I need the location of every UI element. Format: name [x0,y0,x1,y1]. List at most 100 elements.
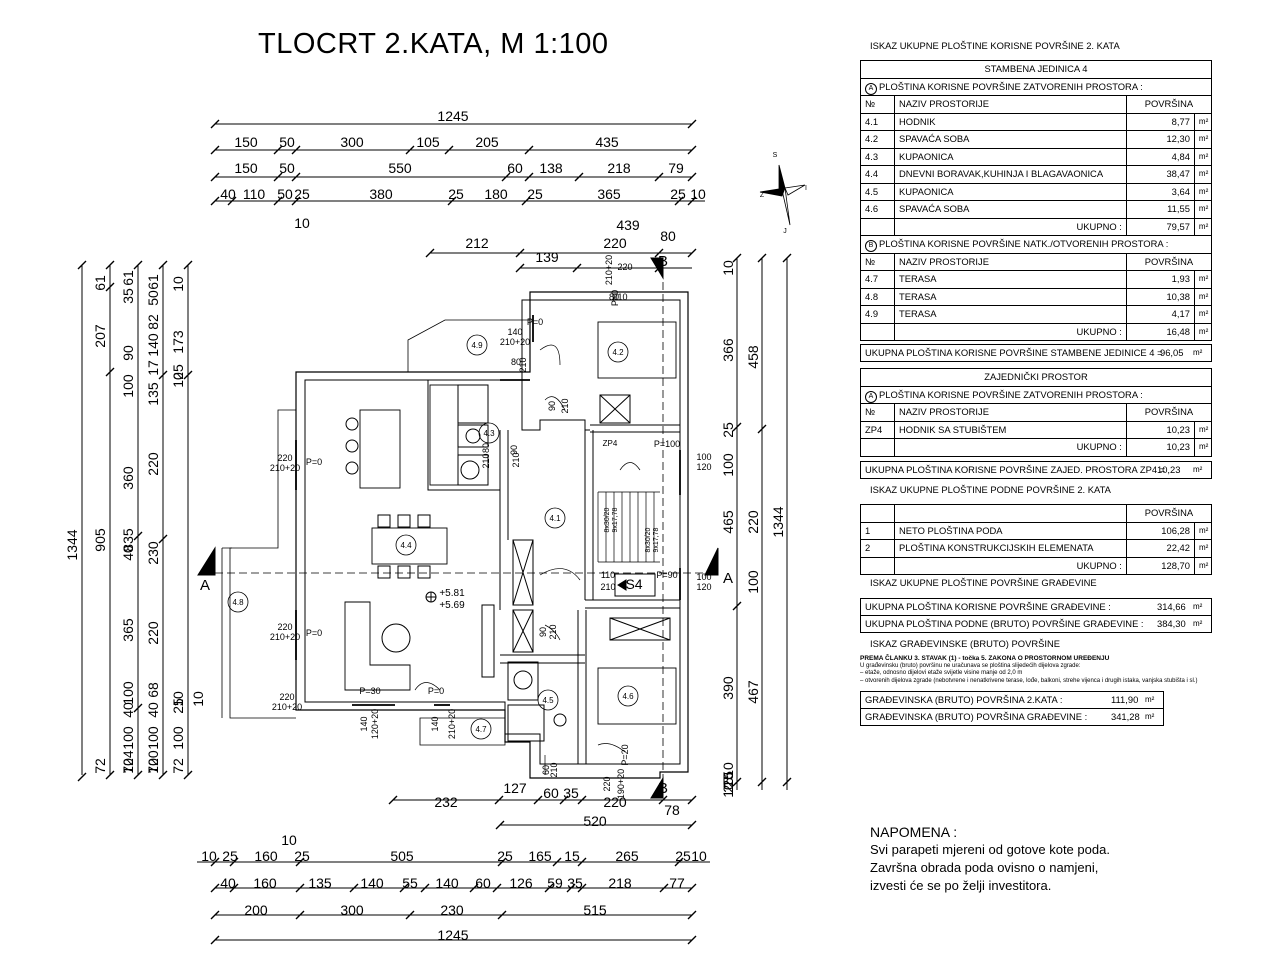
opening-label: 60 [541,765,551,775]
dimension-label: 100 [170,726,186,750]
opening-label: 210 [549,762,559,777]
north-arrow-label: Z [760,192,765,199]
dimension-label: 25 [527,186,543,202]
dimension-label: 126 [509,875,533,891]
dimension-label: 127 [503,780,527,796]
dimension-label: 82 [145,314,161,330]
row-area: 4,84 [1125,147,1195,166]
dimension-label: 360 [120,466,136,490]
circle-a-icon: A [865,82,877,95]
dimension-label: 439 [616,217,640,233]
dimension-label: 61 [120,270,136,286]
opening-label: 210+20 [604,255,614,285]
opening-label: 220 [279,692,294,702]
dimension-label: 79 [668,160,684,176]
note: NAPOMENA : Svi parapeti mjereni od gotov… [870,823,1110,895]
dimension-label: 220 [603,794,627,810]
row-unit: m² [1193,521,1213,540]
opening-label: 100 [696,572,711,582]
dimension-label: 173 [170,330,186,354]
dimension-label: 207 [92,324,108,348]
opening-label: 210 [518,357,528,372]
row-name: KUPAONICA [894,147,1127,166]
dimension-label: 40 [220,186,236,202]
row-name: HODNIK SA STUBIŠTEM [894,420,1127,439]
dimension-label: 25 [170,364,186,380]
dimension-label: 72 [145,758,161,774]
dimension-label: 220 [145,621,161,645]
row-unit: m² [1193,130,1213,149]
summary-row: GRAĐEVINSKA (BRUTO) POVRŠINA GRAĐEVINE :… [860,708,1164,726]
opening-label: P=0 [610,290,620,306]
dimension-label: 150 [234,134,258,150]
dimension-label: 50 [277,186,293,202]
row-no: 4.6 [859,200,896,219]
dimension-label: 100 [120,726,136,750]
opening-label: S4 [625,576,642,592]
level-label: +5.69 [439,600,465,611]
dimension-label: 15 [564,848,580,864]
opening-label: 80 [481,443,491,453]
room-label: 4.7 [475,725,487,734]
summary-row: GRAĐEVINSKA (BRUTO) POVRŠINA 2.KATA :111… [860,691,1164,709]
dimension-label: 10 [720,762,736,778]
dimension-label: 60 [543,785,559,801]
opening-label: P=0 [306,457,322,467]
opening-label: 90 [509,445,519,455]
dimension-label: 1344 [770,506,786,537]
row-unit: m² [1193,182,1213,201]
opening-label: 220 [277,453,292,463]
section-label: B [658,253,668,270]
dimension-label: 10 [690,186,706,202]
dimension-label: 100 [745,570,761,594]
dimension-label: 90 [120,345,136,361]
dimension-label: 10 [720,782,736,798]
opening-label: 210 [481,453,491,468]
dimension-label: 72 [92,758,108,774]
opening-label: 90 [547,401,557,411]
opening-label: 90 [538,627,548,637]
col-no: № [859,95,896,114]
row-unit: m² [1193,147,1213,166]
dimension-label: 50 [145,290,161,306]
row-no: 1 [859,521,896,540]
dimension-label: 218 [607,160,631,176]
opening-label: 140 [507,327,522,337]
opening-label: 140 [430,716,440,731]
dimension-label: 220 [745,510,761,534]
row-unit: m² [1193,287,1213,306]
row-no: 4.8 [859,287,896,306]
dimension-label: 10 [201,848,217,864]
dimension-label: 50 [279,134,295,150]
dimension-label: 25 [294,186,310,202]
dimension-label: 520 [583,813,607,829]
dimension-label: 35 [563,785,579,801]
dimension-label: 10 [170,691,186,707]
dimension-label: 35 [120,288,136,304]
note-title: NAPOMENA : [870,824,958,840]
dimension-label: 265 [615,848,639,864]
row-name: SPAVAĆA SOBA [894,200,1127,219]
row-area: 10,23 [1125,420,1195,439]
total-b: 16,48 [1125,322,1195,341]
opening-label: 220 [602,776,612,791]
dimension-label: 10 [281,832,297,848]
dimension-label: 390 [720,676,736,700]
row-name: HODNIK [894,112,1127,131]
row-area: 106,28 [1125,521,1195,540]
opening-label: 210+20 [272,702,302,712]
dimension-label: 104 [120,750,136,774]
dimension-label: 40 [120,545,136,561]
stair-label: 9x17,78 [653,527,660,552]
row-unit: m² [1193,305,1213,324]
row-no: 4.1 [859,112,896,131]
dimension-label: 25 [670,186,686,202]
row-unit: m² [1193,420,1213,439]
opening-label: 210 [612,292,627,302]
dimension-label: 59 [547,875,563,891]
opening-label: P=30 [359,686,380,696]
section-label: A [200,577,210,594]
